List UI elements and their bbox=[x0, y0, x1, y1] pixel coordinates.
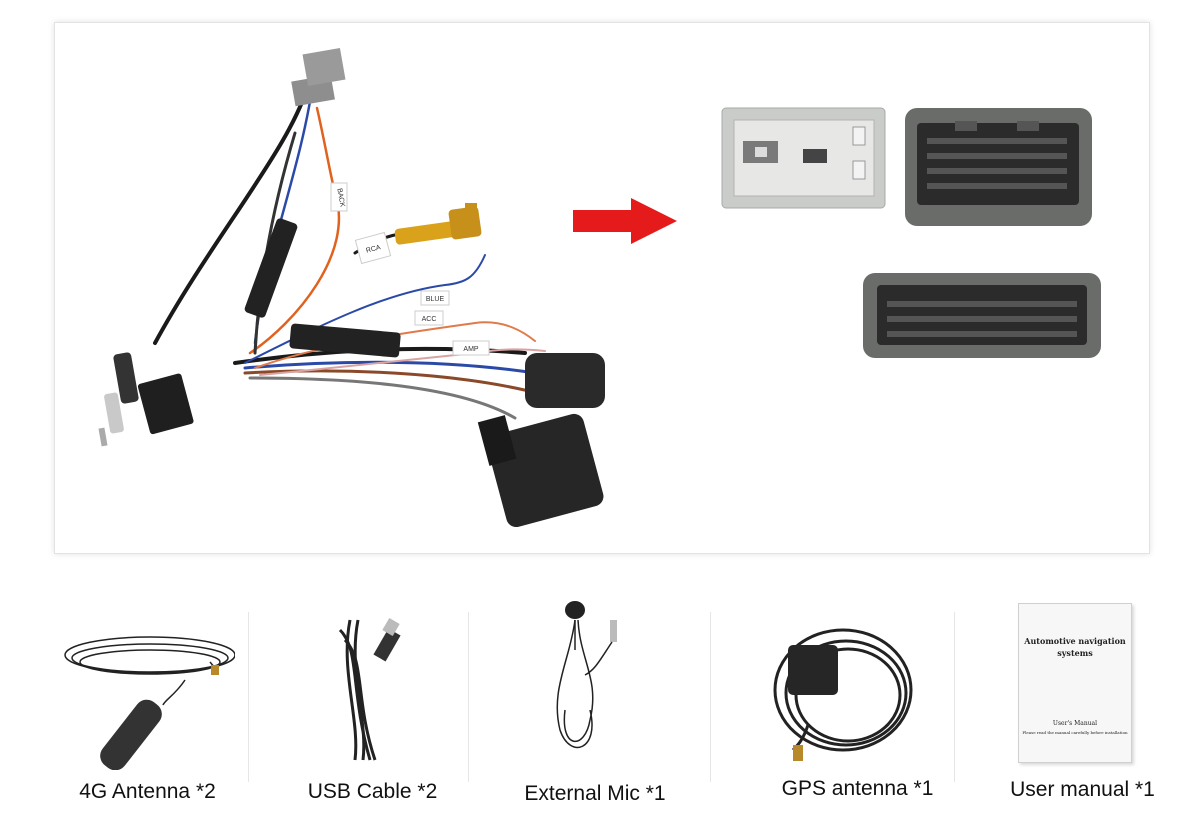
tag-back: BACK bbox=[335, 188, 345, 208]
accessory-label-gps-antenna: GPS antenna *1 bbox=[781, 777, 934, 800]
foam-plug-top bbox=[525, 353, 605, 408]
separator bbox=[710, 612, 711, 782]
accessory-label-external-mic: External Mic *1 bbox=[524, 782, 666, 805]
tag-blue: BLUE bbox=[426, 296, 445, 303]
foam-plug-bottom bbox=[486, 413, 604, 528]
manual-icon: Automotive navigation systems User's Man… bbox=[1018, 603, 1132, 763]
gps-antenna-icon bbox=[773, 628, 913, 761]
manual-footer-line2: Please read the manual carefully before … bbox=[1022, 730, 1128, 735]
dark-connector-bottom bbox=[863, 273, 1101, 358]
antenna-4g-icon bbox=[64, 636, 235, 770]
rca-connector bbox=[394, 203, 482, 245]
accessory-label-usb-cable: USB Cable *2 bbox=[307, 780, 438, 803]
tag-acc: ACC bbox=[422, 316, 437, 323]
usb-cable-icon bbox=[338, 617, 401, 761]
grey-connector bbox=[721, 107, 886, 209]
separator bbox=[468, 612, 469, 782]
accessory-label-user-manual: User manual *1 bbox=[1010, 778, 1155, 801]
wire-bundle bbox=[153, 76, 547, 420]
harness-panel: BACK RCA BLUE ACC AMP bbox=[54, 22, 1150, 554]
top-plug-head bbox=[302, 47, 346, 87]
manual-footer-line1: User's Manual bbox=[1052, 720, 1098, 727]
accessory-label-4g-antenna: 4G Antenna *2 bbox=[79, 780, 216, 803]
tag-rca: RCA bbox=[365, 244, 381, 255]
microphone-icon bbox=[556, 601, 617, 749]
separator bbox=[248, 612, 249, 782]
tag-amp: AMP bbox=[463, 346, 479, 353]
antenna-plug bbox=[98, 352, 139, 447]
inline-connector bbox=[289, 323, 401, 358]
manual-title-line1: Automotive navigation bbox=[1024, 636, 1126, 646]
separator bbox=[954, 612, 955, 782]
manual-title-line2: systems bbox=[1057, 648, 1093, 658]
harness-illustration: BACK RCA BLUE ACC AMP bbox=[98, 47, 1101, 528]
left-plug bbox=[137, 373, 194, 435]
fuse-holder bbox=[244, 218, 298, 318]
arrow-right-icon bbox=[573, 198, 677, 244]
dark-connector-top bbox=[905, 108, 1092, 226]
